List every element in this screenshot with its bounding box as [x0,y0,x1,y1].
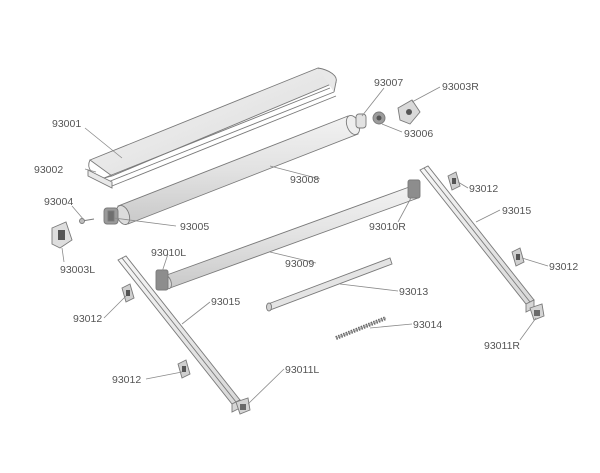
label-93011r: 93011R [484,340,520,352]
label-93003l: 93003L [60,264,95,276]
part-labels: 93001 93002 93004 93003L 93005 93008 930… [34,77,578,386]
label-93010l: 93010L [151,247,186,259]
right-arm-part [419,165,535,313]
bearing-part [372,111,386,125]
spring-part [335,316,387,340]
right-front-joint-part [407,179,421,199]
label-93008: 93008 [290,174,319,186]
label-93005: 93005 [180,221,209,233]
bracket-part-right [511,247,525,267]
leader-lines [61,86,549,405]
label-93002: 93002 [34,164,63,176]
label-93003r: 93003R [442,81,479,93]
label-93010r: 93010R [369,221,406,233]
label-93001: 93001 [52,118,81,130]
left-end-cap-part [51,221,73,249]
label-93004: 93004 [44,196,73,208]
left-front-joint-part [155,269,169,291]
label-93012-left: 93012 [73,313,102,325]
tube-end-plug-part [103,207,119,225]
tube-adapter-part [355,113,367,129]
label-93013: 93013 [399,286,428,298]
label-93015-left: 93015 [211,296,240,308]
cassette-cover-part [88,67,337,187]
rod-part [266,257,393,312]
label-93012-bottom-left: 93012 [112,374,141,386]
bracket-part-left [121,283,135,303]
bracket-part-bottom-left [177,359,191,379]
label-93009: 93009 [285,258,314,270]
label-93007: 93007 [374,77,403,89]
screw-part [79,218,95,224]
bracket-part-top-right [447,171,461,191]
right-end-cap-part [397,99,421,125]
front-profile-part [87,169,113,189]
label-93014: 93014 [413,319,442,331]
label-93012-top-right: 93012 [469,183,498,195]
label-93011l: 93011L [285,364,319,376]
label-93006: 93006 [404,128,433,140]
label-93015-right: 93015 [502,205,531,217]
right-arm-end-cap-part [529,303,545,321]
left-arm-end-cap-part [235,397,251,415]
front-bar-part [162,185,419,290]
label-93012-right: 93012 [549,261,578,273]
